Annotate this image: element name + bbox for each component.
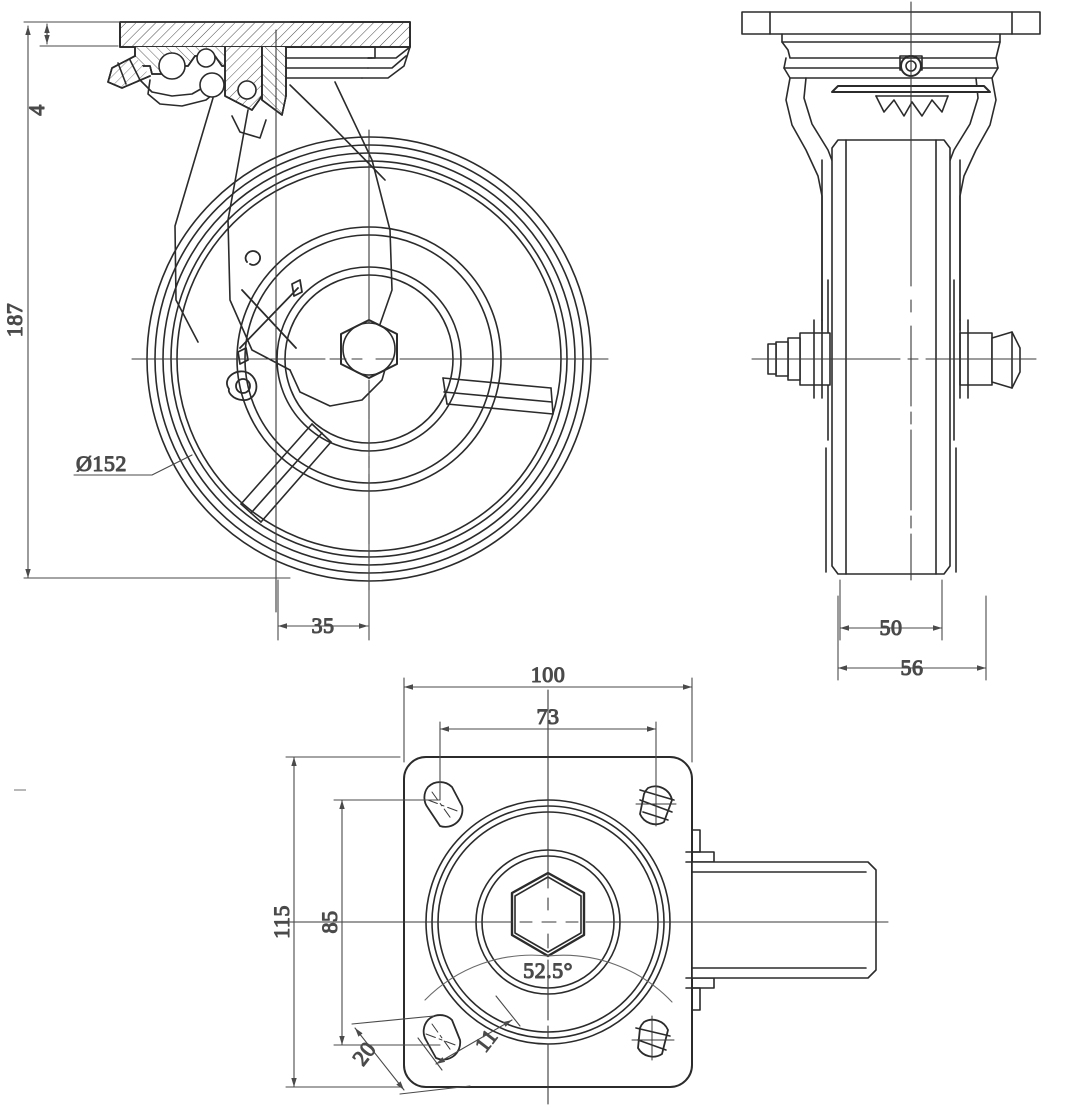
side-elevation-view — [741, 1, 1041, 581]
dim-label-73: 73 — [537, 704, 560, 729]
dim-bolt-spacing-length: 73 — [439, 703, 657, 801]
dim-label-35: 35 — [312, 613, 335, 638]
bottom-centerlines — [289, 689, 889, 1105]
bottom-plan-view — [289, 689, 889, 1105]
side-axle-bolt — [767, 319, 1021, 399]
bottom-angle-arcs — [424, 954, 673, 1003]
dim-wheel-diameter: Ø152 — [73, 450, 193, 477]
dim-label-85: 85 — [317, 911, 342, 934]
front-top-plate — [119, 21, 411, 48]
front-plate-underside — [285, 46, 411, 79]
dim-plate-width: 115 — [268, 756, 401, 1088]
front-centerlines — [131, 29, 609, 613]
front-view-dimensions: 187 4 Ø152 35 — [1, 21, 370, 641]
dim-plate-length: 100 — [403, 661, 693, 763]
dim-label-angle: 52.5° — [523, 958, 573, 983]
dim-wheel-width: 50 — [839, 579, 943, 641]
dim-slot-angle: 52.5° — [523, 957, 573, 983]
side-top-plate — [741, 11, 1041, 43]
dim-label-115: 115 — [269, 905, 294, 939]
front-hub-hex-nut — [340, 319, 398, 379]
front-swivel-raceway-section — [107, 46, 287, 116]
side-centerlines — [751, 1, 1037, 581]
bottom-slot-hole-top-left — [423, 781, 464, 828]
dim-label-187: 187 — [2, 303, 27, 338]
dim-fork-width: 56 — [837, 595, 987, 681]
side-wheel-body — [825, 139, 957, 575]
dim-label-diameter: Ø152 — [76, 451, 127, 476]
bottom-slot-hole-top-right — [635, 781, 677, 827]
dim-label-4: 4 — [24, 104, 49, 116]
dim-plate-thickness: 4 — [23, 21, 119, 116]
dim-label-100: 100 — [531, 662, 566, 687]
side-view-dimensions: 50 56 — [837, 579, 987, 681]
front-wheel-marking-glyphs — [226, 250, 303, 401]
dim-bolt-spacing-width: 85 — [316, 799, 441, 1046]
bottom-slot-hole-bottom-right — [631, 1015, 675, 1061]
dim-swivel-offset: 35 — [277, 419, 370, 641]
dim-label-50: 50 — [880, 615, 903, 640]
bottom-fork-body — [685, 829, 877, 1011]
dim-label-56: 56 — [901, 655, 924, 680]
